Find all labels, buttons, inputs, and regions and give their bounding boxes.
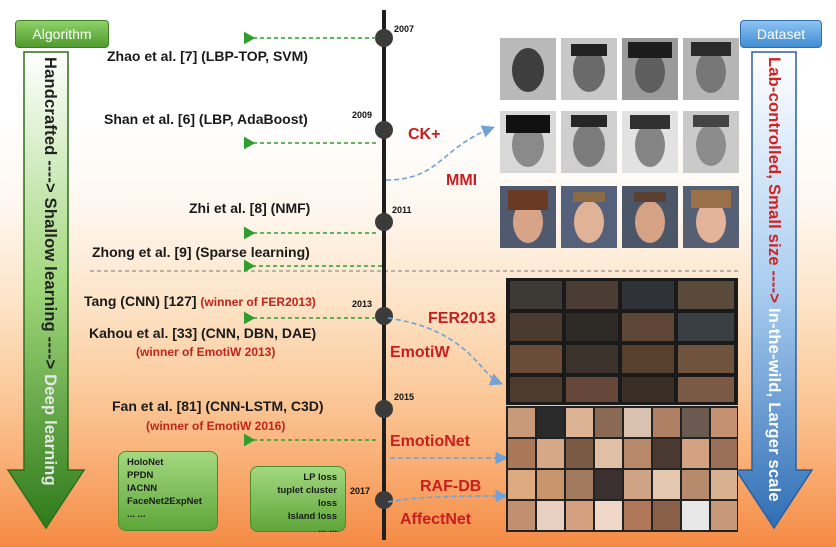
timeline-node-2007 — [375, 29, 393, 47]
wild-face-grid — [506, 278, 738, 532]
loss-item: Island loss — [287, 511, 337, 522]
loss-item: LP loss — [303, 472, 337, 483]
timeline-node-2017 — [375, 491, 393, 509]
ref-zhao: Zhao et al. [7] (LBP-TOP, SVM) — [107, 48, 308, 64]
ref-zhi: Zhi et al. [8] (NMF) — [189, 200, 311, 216]
algorithm-progression-b: Deep learning — [41, 369, 59, 486]
year-2007: 2007 — [394, 24, 415, 34]
method-item: PPDN — [127, 470, 154, 481]
dataset-arrow-fer — [387, 317, 503, 386]
method-item: IACNN — [127, 483, 158, 494]
ref-tang-text: Tang (CNN) [127] — [84, 293, 201, 309]
timeline-node-2015 — [375, 400, 393, 418]
dataset-progression-b: In-the-wild, Larger scale — [765, 307, 783, 502]
loss-item: tuplet cluster loss — [277, 485, 337, 509]
loss-item: ... ... — [318, 524, 337, 535]
timeline-node-2009 — [375, 121, 393, 139]
ref-kahou: Kahou et al. [33] (CNN, DBN, DAE) — [89, 325, 317, 341]
year-2017: 2017 — [350, 486, 371, 496]
lab-face-grid — [500, 38, 739, 248]
dataset-mmi: MMI — [446, 172, 478, 189]
year-2013: 2013 — [352, 299, 373, 309]
algorithm-progression-text: Handcrafted ----> Shallow learning ---->… — [40, 57, 59, 486]
method-item: ... ... — [127, 509, 146, 520]
ref-fan: Fan et al. [81] (CNN-LSTM, C3D) — [112, 398, 324, 414]
loss-functions-box: LP loss tuplet cluster loss Island loss … — [250, 466, 346, 535]
dataset-arrow-mmi — [385, 125, 495, 181]
year-2009: 2009 — [352, 110, 373, 120]
network-methods-box: HoloNet PPDN IACNN FaceNet2ExpNet ... ..… — [118, 451, 218, 531]
ref-fan-winner: (winner of EmotiW 2016) — [146, 419, 286, 433]
dataset-arrow-rafdb — [387, 489, 509, 503]
timeline-node-2013 — [375, 307, 393, 325]
ref-tang: Tang (CNN) [127] (winner of FER2013) — [84, 293, 316, 309]
method-item: HoloNet — [127, 457, 164, 468]
ref-tang-winner: (winner of FER2013) — [200, 295, 316, 309]
dataset-ckplus: CK+ — [408, 126, 441, 143]
dataset-progression-a: Lab-controlled, Small size ----> — [765, 57, 783, 308]
dataset-arrow — [734, 51, 814, 530]
method-item: FaceNet2ExpNet — [127, 496, 202, 507]
timeline-node-2011 — [375, 213, 393, 231]
dataset-progression-text: Lab-controlled, Small size ----> In-the-… — [764, 57, 783, 502]
ref-kahou-winner: (winner of EmotiW 2013) — [136, 345, 276, 359]
algorithm-arrow — [6, 51, 86, 530]
dataset-label: Dataset — [740, 20, 822, 48]
dataset-emotionet: EmotioNet — [390, 433, 470, 450]
dataset-affectnet: AffectNet — [400, 511, 472, 528]
dataset-rafdb: RAF-DB — [420, 478, 482, 495]
ref-zhong: Zhong et al. [9] (Sparse learning) — [92, 244, 310, 260]
dataset-emotiw: EmotiW — [390, 344, 450, 361]
year-2015: 2015 — [394, 392, 415, 402]
algorithm-progression-a: Handcrafted ----> Shallow learning ----> — [41, 57, 59, 370]
dataset-fer2013: FER2013 — [428, 310, 496, 327]
ref-shan: Shan et al. [6] (LBP, AdaBoost) — [104, 111, 308, 127]
year-2011: 2011 — [392, 205, 412, 215]
algorithm-label: Algorithm — [15, 20, 109, 48]
